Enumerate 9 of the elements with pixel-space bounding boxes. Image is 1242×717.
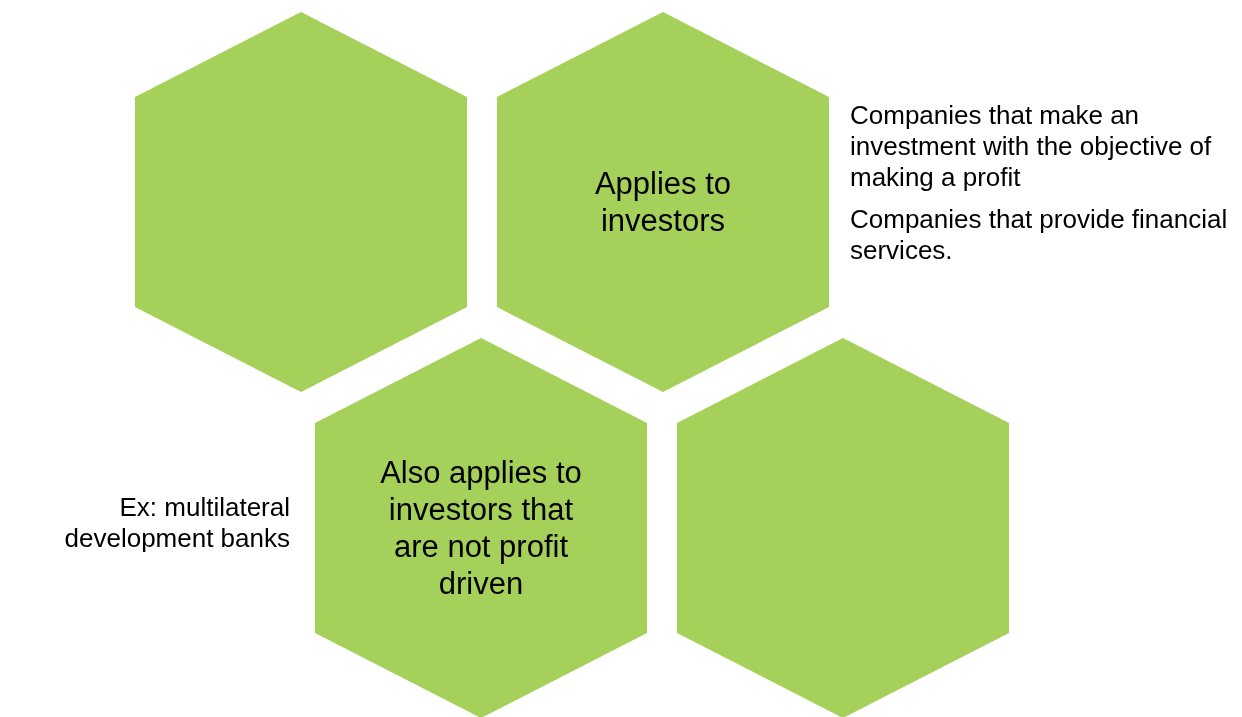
hexagon-label: Also applies to investors that are not profit driven	[379, 453, 583, 603]
hexagon-shape	[315, 338, 647, 717]
hexagon-shape	[497, 12, 829, 392]
hexagon-label: Applies to investors	[593, 164, 733, 240]
hexagon-shape	[135, 12, 467, 392]
side-note: Companies that provide financial services.	[850, 203, 1229, 266]
side-note: Ex: multilateral development banks	[63, 492, 290, 555]
side-note: Companies that make an investment with the objective of making a profit	[850, 100, 1213, 194]
hexagon-shape	[677, 338, 1009, 717]
